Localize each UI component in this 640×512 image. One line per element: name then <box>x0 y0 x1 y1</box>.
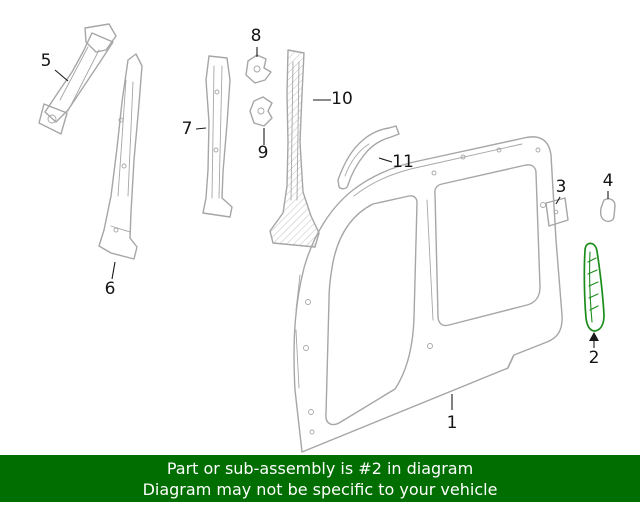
callout-9-label[interactable]: 9 <box>258 143 269 163</box>
part-roof-side-rail <box>38 23 117 135</box>
callout-9[interactable]: 9 <box>258 128 269 163</box>
part-uniside-panel <box>293 136 563 453</box>
callout-7-label[interactable]: 7 <box>182 119 193 139</box>
callout-1[interactable]: 1 <box>447 394 458 433</box>
part-upper-clip <box>245 54 272 84</box>
callout-8[interactable]: 8 <box>251 26 262 57</box>
part-lower-clip <box>249 96 273 127</box>
callout-2[interactable]: 2 <box>589 332 600 368</box>
diagram-area: 1 2 3 4 5 6 <box>38 23 616 453</box>
callout-2-label[interactable]: 2 <box>589 348 600 368</box>
callout-10-label[interactable]: 10 <box>331 89 353 109</box>
part-rail-bracket <box>337 125 400 190</box>
banner: Part or sub-assembly is #2 in diagram Di… <box>0 455 640 502</box>
callout-10[interactable]: 10 <box>313 89 353 109</box>
callout-4-label[interactable]: 4 <box>603 171 614 191</box>
callout-5-label[interactable]: 5 <box>41 51 52 71</box>
callout-7[interactable]: 7 <box>182 119 207 139</box>
callout-3[interactable]: 3 <box>555 177 567 205</box>
part-plug <box>599 198 616 223</box>
callout-11-label[interactable]: 11 <box>392 152 414 172</box>
part-center-pillar-inner <box>202 55 233 218</box>
callout-11[interactable]: 11 <box>378 152 414 172</box>
part-hinge-pillar <box>98 53 143 260</box>
banner-line1: Part or sub-assembly is #2 in diagram <box>166 458 474 478</box>
part-lock-pillar-filler-highlighted <box>583 242 605 332</box>
callout-8-label[interactable]: 8 <box>251 26 262 46</box>
callout-6-label[interactable]: 6 <box>105 279 116 299</box>
callout-4[interactable]: 4 <box>603 171 614 199</box>
banner-line2: Diagram may not be specific to your vehi… <box>142 479 498 499</box>
callout-6[interactable]: 6 <box>105 261 116 299</box>
part-center-pillar-outer <box>269 49 320 248</box>
callout-1-label[interactable]: 1 <box>447 413 458 433</box>
callout-3-label[interactable]: 3 <box>556 177 567 197</box>
parts-diagram-svg: 1 2 3 4 5 6 <box>38 23 616 453</box>
callout-5[interactable]: 5 <box>41 51 69 82</box>
